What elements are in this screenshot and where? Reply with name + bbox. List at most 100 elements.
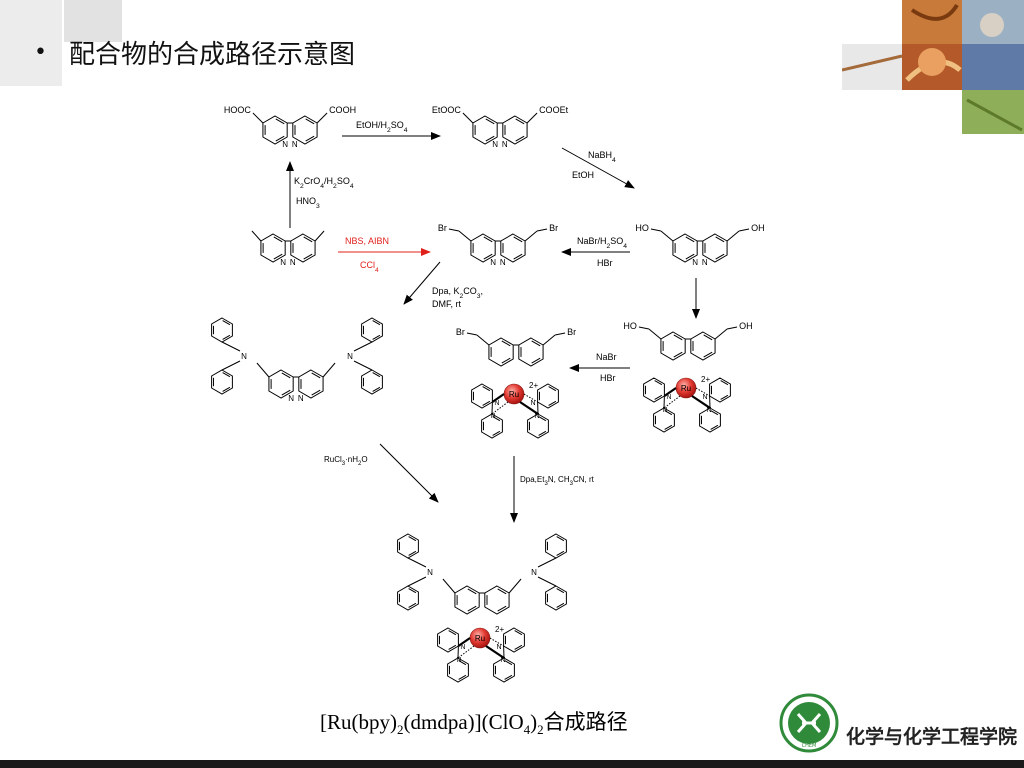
acid-bipyridine-label-right: COOH [329, 105, 356, 115]
diester-bipyridine-label-right: COOEt [539, 105, 569, 115]
title-text: 配合物的合成路径示意图 [68, 40, 355, 70]
product-arm-left-n: N [427, 568, 433, 577]
title-bullet: • [34, 40, 47, 65]
ru-diol-bipyridine-ring-right [690, 331, 716, 361]
caption-sub1: 2 [397, 722, 404, 738]
diester-bipyridine-n-left: N [492, 140, 498, 149]
ru-dibromide-complex-n4: N [534, 413, 539, 420]
reagent-complexation: RuCl3·nH2O [324, 455, 368, 467]
acid-bipyridine-bond-right [316, 112, 328, 124]
reagent-bromide-2: HBr [597, 258, 613, 268]
reagent-reduction-2: EtOH [572, 170, 594, 180]
diester-bipyridine-bond-right [526, 112, 538, 124]
arrow-complexation [379, 443, 439, 503]
diester-bipyridine-n-right: N [502, 140, 508, 149]
ru-diol-complex-n1: N [666, 394, 671, 401]
svg-text:CHEM: CHEM [802, 743, 817, 749]
slide-title: • 配合物的合成路径示意图 [34, 34, 355, 71]
ru-dibromide-complex-lig-r1 [537, 383, 559, 409]
scheme-caption: [Ru(bpy)2(dmdpa)](ClO4)2合成路径 [320, 706, 628, 738]
ru-diol-complex-lig-r1 [709, 377, 731, 403]
ru-dibromide-complex-lig-r2 [527, 413, 549, 439]
reagent-final: Dpa,Et3N, CH3CN, rt [520, 475, 595, 487]
ru-diol-complex-lig-l1 [643, 377, 665, 403]
diol-bipyridine-bond-left [660, 230, 674, 242]
ru-dibromide-bipyridine-bond-right [542, 334, 556, 346]
ru-dibromide-complex-n1: N [494, 400, 499, 407]
reagent-esterification: EtOH/H2SO4 [356, 120, 408, 134]
diester-bipyridine-bond-left [462, 112, 474, 124]
dibromide-bipyridine-bond-left [458, 230, 472, 242]
product-complex-n2: N [497, 644, 502, 651]
reagent-amination-2: DMF, rt [432, 299, 461, 309]
ru-dibromide-bipyridine-label-right: Br [567, 327, 576, 337]
ru-dibromide-bipyridine-label-left: Br [456, 327, 465, 337]
acid-bipyridine-n-right: N [292, 140, 298, 149]
reagent-reduction-1: NaBH4 [588, 150, 616, 164]
caption-part3: ) [530, 710, 538, 734]
dmdpa-arm-right-n: N [347, 352, 353, 361]
product-complex-lig-l2 [447, 657, 469, 683]
arrow-amination [403, 261, 441, 305]
ru-dibromide-complex-charge: 2+ [529, 381, 538, 390]
product-arm-right-n: N [531, 568, 537, 577]
ru-diol-complex-charge: 2+ [701, 375, 710, 384]
acid-bipyridine-label-left: HOOC [224, 105, 252, 115]
reagent-ru-bromide-2: HBr [600, 373, 616, 383]
ru-diol-complex-ru-label: Ru [681, 384, 691, 393]
dibromide-bipyridine-n-left: N [490, 258, 496, 267]
ru-diol-complex-lig-r2 [699, 407, 721, 433]
dibromide-bipyridine-label-right: Br [549, 223, 558, 233]
ru-dibromide-bipyridine-ring-right [518, 337, 544, 367]
product-arm-right-py2 [545, 585, 567, 611]
acid-bipyridine-bond-left [252, 112, 264, 124]
college-name: 化学与化学工程学院 [846, 726, 1018, 748]
product-bipyridine-ring-right [484, 585, 510, 615]
dmdpa-arm-left-n: N [241, 352, 247, 361]
diester-bipyridine-label-left: EtOOC [432, 105, 462, 115]
product-complex-lig-r2 [493, 657, 515, 683]
dimethyl-bipyridine-n-right: N [290, 258, 296, 267]
dmdpa-arm-left-py2 [211, 369, 233, 395]
dmdpa-bipyridine-n-left: N [288, 394, 294, 403]
product-complex-n1: N [460, 644, 465, 651]
product-complex-charge: 2+ [495, 625, 504, 634]
dimethyl-bipyridine-methyl-left [251, 230, 262, 242]
product-arm-right-py1 [545, 533, 567, 559]
ru-dibromide-complex-ru-label: Ru [509, 390, 519, 399]
college-logo: CHEM [776, 692, 842, 758]
ru-diol-bipyridine-ring-left [660, 331, 686, 361]
reagent-bromination-1: NBS, AIBN [345, 236, 389, 246]
diol-bipyridine-label-left: HO [635, 223, 649, 233]
diol-bipyridine-bond-right [726, 230, 740, 242]
reagent-bromination-2: CCl4 [360, 260, 379, 274]
ru-dibromide-complex-n3: N [490, 413, 495, 420]
dmdpa-bipyridine-n-right: N [298, 394, 304, 403]
caption-part4: 合成路径 [543, 710, 628, 734]
ru-dibromide-complex-lig-l1 [471, 383, 493, 409]
diol-bipyridine-n-left: N [692, 258, 698, 267]
ru-dibromide-complex-n2: N [531, 400, 536, 407]
caption-part2: (dmdpa)](ClO [403, 710, 524, 734]
ru-diol-bipyridine-bond-right [714, 328, 728, 340]
ru-diol-bipyridine-label-right: OH [739, 321, 753, 331]
reagent-oxidation-1: K2CrO4/H2SO4 [294, 176, 354, 190]
acid-bipyridine-n-left: N [282, 140, 288, 149]
dibromide-bipyridine-bond-right [524, 230, 538, 242]
caption-part1: [Ru(bpy) [320, 710, 397, 734]
ru-diol-complex-lig-l2 [653, 407, 675, 433]
product-bipyridine-ring-left [454, 585, 480, 615]
dibromide-bipyridine-label-left: Br [438, 223, 447, 233]
product-complex-n3: N [456, 657, 461, 664]
diol-bipyridine-n-right: N [702, 258, 708, 267]
reagent-oxidation-2: HNO3 [296, 196, 320, 210]
photo-collage [842, 0, 1024, 134]
dibromide-bipyridine-n-right: N [500, 258, 506, 267]
ru-dibromide-bipyridine-ring-left [488, 337, 514, 367]
dmdpa-arm-right-py2 [361, 369, 383, 395]
ru-diol-complex-n3: N [662, 407, 667, 414]
corner-square-left-2 [64, 0, 122, 42]
reagent-ru-bromide-1: NaBr [596, 352, 617, 362]
arrow-reduction [561, 147, 635, 189]
